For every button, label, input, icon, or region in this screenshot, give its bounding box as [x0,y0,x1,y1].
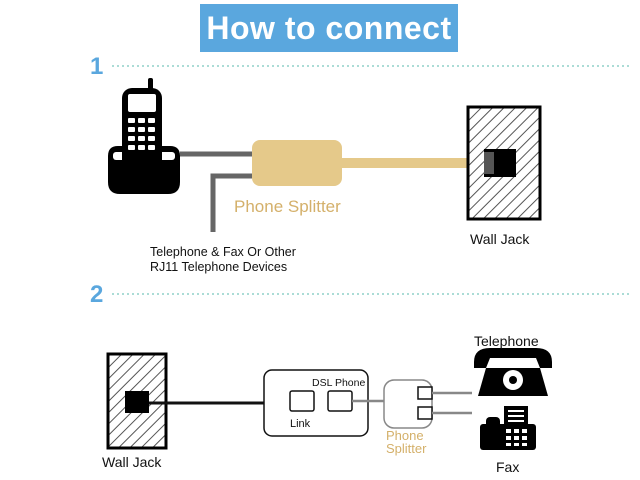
phone-splitter-label-line1: Phone [386,428,424,443]
dsl-filter-box [263,369,369,437]
devices-label-line2: RJ11 Telephone Devices [150,260,287,274]
fax-label: Fax [496,459,519,475]
cordless-phone-icon [108,78,180,194]
phone-splitter-icon [383,379,433,429]
fax-machine-icon [480,406,536,450]
page-title: How to connect [206,10,452,46]
step-1-cables [180,151,252,232]
step-2-wall-jack-label: Wall Jack [102,454,162,470]
link-port [289,390,315,412]
filter-port-link-label: Link [290,418,311,430]
filter-port-dsl-label: DSL Phone [312,377,365,389]
phone-splitter-label: Phone Splitter [234,197,341,216]
phone-splitter-icon [252,140,342,186]
step-1-number: 1 [90,53,103,80]
dsl-phone-port [327,390,353,412]
wall-jack-icon [466,105,542,221]
title-banner: How to connect [200,4,458,52]
step-2-number: 2 [90,281,103,308]
splitter-output-cables [432,391,472,415]
wall-jack-icon [106,352,168,450]
phone-splitter-label-line2: Splitter [386,441,427,456]
devices-label-line1: Telephone & Fax Or Other [150,245,296,259]
telephone-label: Telephone [474,333,539,349]
rotary-telephone-icon [474,348,552,396]
step-1-wall-jack-label: Wall Jack [470,231,530,247]
